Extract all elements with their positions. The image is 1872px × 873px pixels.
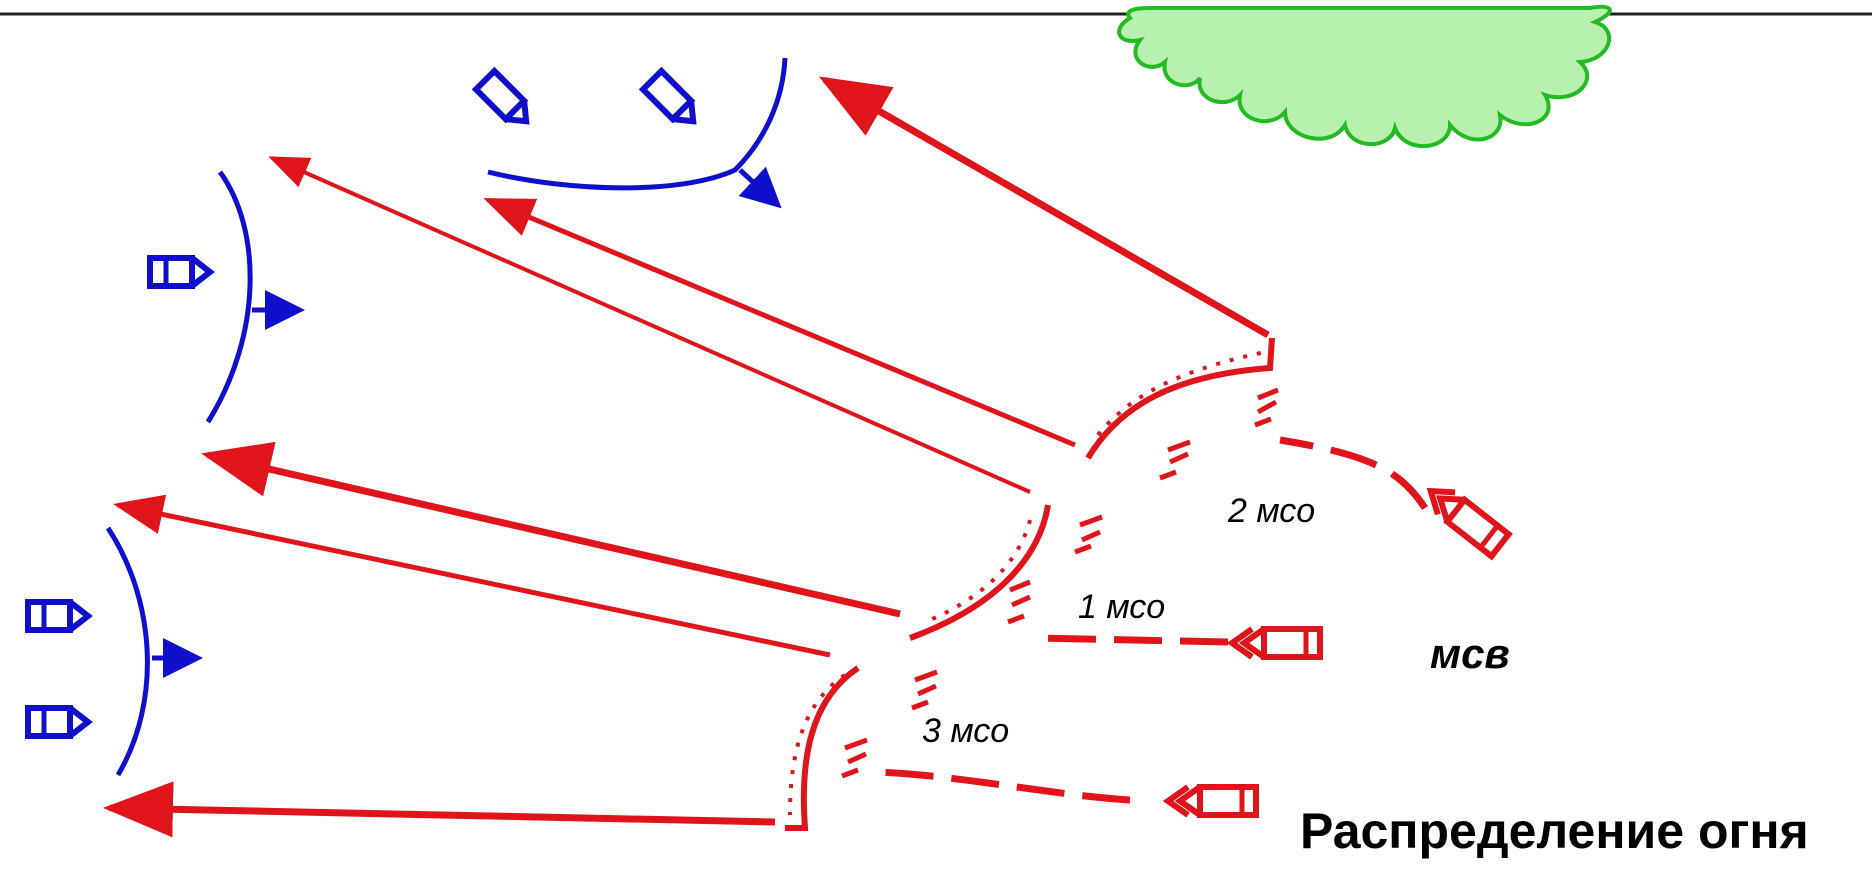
enemy-group-top [471,57,788,209]
squad-2-movement [1279,436,1513,561]
fire-direction-arrow [818,76,1270,339]
enemy-vehicle-icon [25,705,93,739]
trench-position-icon [908,504,1051,641]
enemy-group-left [147,170,305,424]
fire-direction-arrow [201,441,901,618]
enemy-direction-arrow [738,166,782,209]
enemy-position-line [487,57,788,191]
trench-position-icon [785,665,860,831]
enemy-vehicle-icon [25,599,93,633]
bmp-vehicle-icon [1162,784,1259,818]
enemy-vehicle-icon [147,255,215,289]
bmp-vehicle-icon [1426,487,1513,561]
forest-area-icon [1117,4,1612,148]
squad-3-label: 3 мсо [922,712,1009,750]
fire-direction-arrow [268,156,1031,494]
fire-direction-arrow [483,197,1076,448]
squad-1-label: 1 мсо [1078,588,1165,626]
fire-arrows [103,76,1270,838]
platoon-label: мсв [1430,630,1510,677]
squad-3-movement [874,768,1259,818]
squad-2-label: 2 мсо [1227,492,1315,530]
infantry-marks [841,387,1279,779]
diagram-title: Распределение огня [1300,803,1809,859]
enemy-vehicle-icon [638,66,697,125]
fire-direction-arrow [113,494,831,658]
bmp-vehicle-icon [1226,626,1323,660]
enemy-group-bottom [25,526,203,777]
squad-1-movement [1037,626,1323,660]
enemy-position-line [205,170,253,424]
fire-direction-arrow [103,781,776,838]
enemy-position-line [105,526,150,777]
enemy-vehicle-icon [471,66,530,125]
trench-position-icon [1085,337,1275,460]
